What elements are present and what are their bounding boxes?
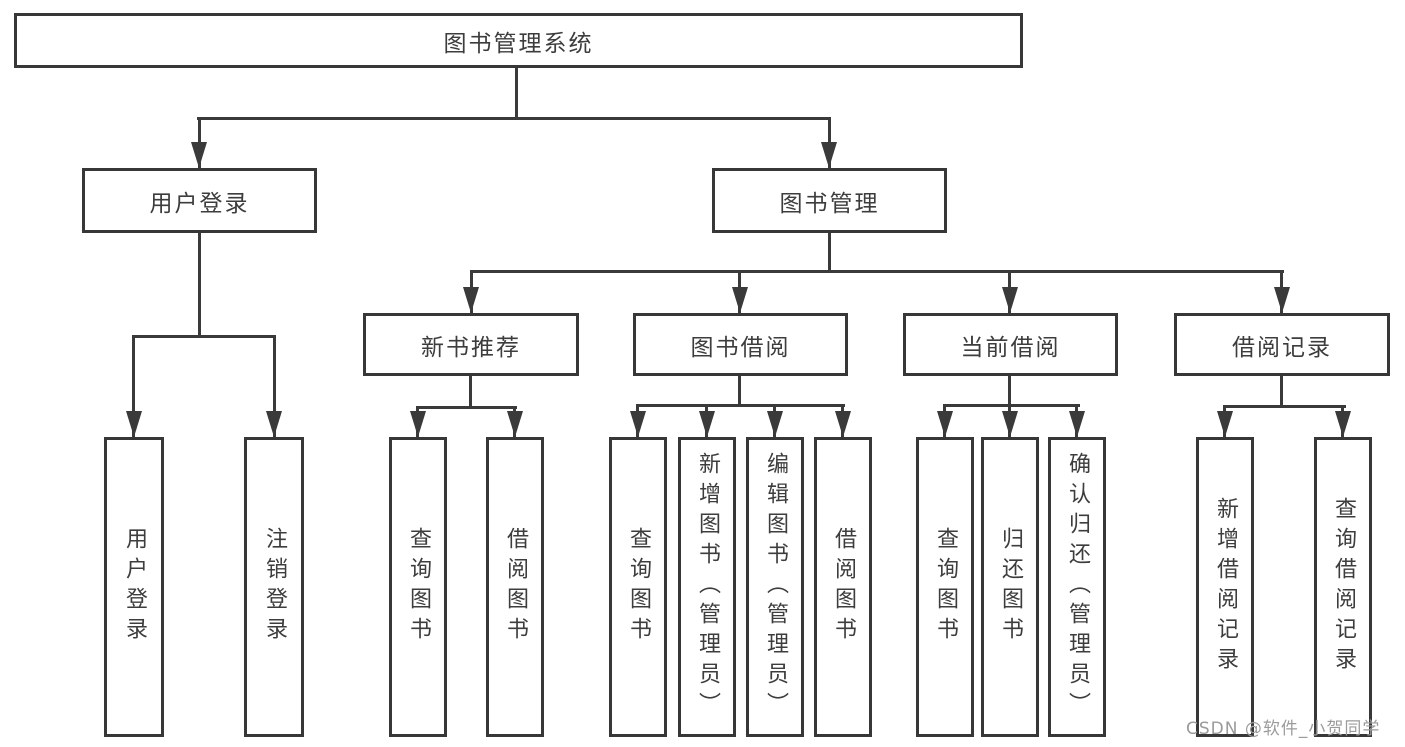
arrow-down-icon	[821, 142, 837, 168]
arrow-down-icon	[266, 411, 282, 437]
connector-current-borrow-stem	[1008, 376, 1011, 407]
leaf-query-books-recommend: 查询图书	[389, 437, 447, 737]
connector-new-book-stem	[469, 376, 472, 409]
arrow-down-icon	[699, 411, 715, 437]
connector-borrow-records-stem	[1280, 376, 1283, 408]
leaf-add-borrow-record: 新增借阅记录	[1196, 437, 1254, 737]
connector-book-borrow-stem	[738, 376, 741, 407]
arrow-down-icon	[1217, 411, 1233, 437]
node-borrow-records: 借阅记录	[1174, 313, 1390, 376]
arrow-down-icon	[507, 411, 523, 437]
arrow-down-icon	[630, 411, 646, 437]
csdn-watermark: CSDN @软件_小贺同学	[1186, 719, 1381, 739]
leaf-confirm-return-admin: 确认归还（管理员）	[1048, 437, 1106, 737]
connector-book-borrow-split	[636, 404, 845, 407]
connector-book-management-stem	[828, 233, 831, 273]
arrow-down-icon	[1274, 287, 1290, 313]
leaf-borrow-books: 借阅图书	[814, 437, 872, 737]
node-new-book-recommend: 新书推荐	[363, 313, 579, 376]
node-current-borrow: 当前借阅	[903, 313, 1118, 376]
arrow-down-icon	[126, 411, 142, 437]
leaf-user-login: 用户登录	[104, 437, 164, 737]
connector-level3-split	[470, 270, 1284, 273]
connector-user-login-split	[132, 335, 276, 338]
leaf-query-books-borrow: 查询图书	[609, 437, 667, 737]
connector-new-book-split	[417, 406, 517, 409]
arrow-down-icon	[732, 287, 748, 313]
connector-user-login-stem	[198, 233, 201, 338]
arrow-down-icon	[410, 411, 426, 437]
arrow-down-icon	[1002, 411, 1018, 437]
connector-to-leaf-user-login	[132, 335, 135, 437]
leaf-borrow-books-recommend: 借阅图书	[486, 437, 544, 737]
leaf-query-books-current: 查询图书	[916, 437, 974, 737]
leaf-add-book-admin: 新增图书（管理员）	[678, 437, 736, 737]
connector-to-leaf-logout	[273, 335, 276, 437]
leaf-return-book: 归还图书	[981, 437, 1039, 737]
arrow-down-icon	[463, 287, 479, 313]
arrow-down-icon	[767, 411, 783, 437]
node-book-management: 图书管理	[712, 168, 947, 233]
arrow-down-icon	[1335, 411, 1351, 437]
arrow-down-icon	[835, 411, 851, 437]
connector-level2-split	[197, 117, 831, 120]
arrow-down-icon	[191, 142, 207, 168]
leaf-query-borrow-record: 查询借阅记录	[1314, 437, 1372, 737]
arrow-down-icon	[937, 411, 953, 437]
leaf-logout: 注销登录	[244, 437, 304, 737]
node-system-root: 图书管理系统	[14, 13, 1023, 68]
node-book-borrow: 图书借阅	[633, 313, 848, 376]
arrow-down-icon	[1069, 411, 1085, 437]
leaf-edit-book-admin: 编辑图书（管理员）	[746, 437, 804, 737]
connector-current-borrow-split	[943, 404, 1080, 407]
connector-root-stem	[515, 68, 518, 120]
connector-borrow-records-split	[1223, 405, 1346, 408]
node-user-login: 用户登录	[82, 168, 317, 233]
arrow-down-icon	[1002, 287, 1018, 313]
